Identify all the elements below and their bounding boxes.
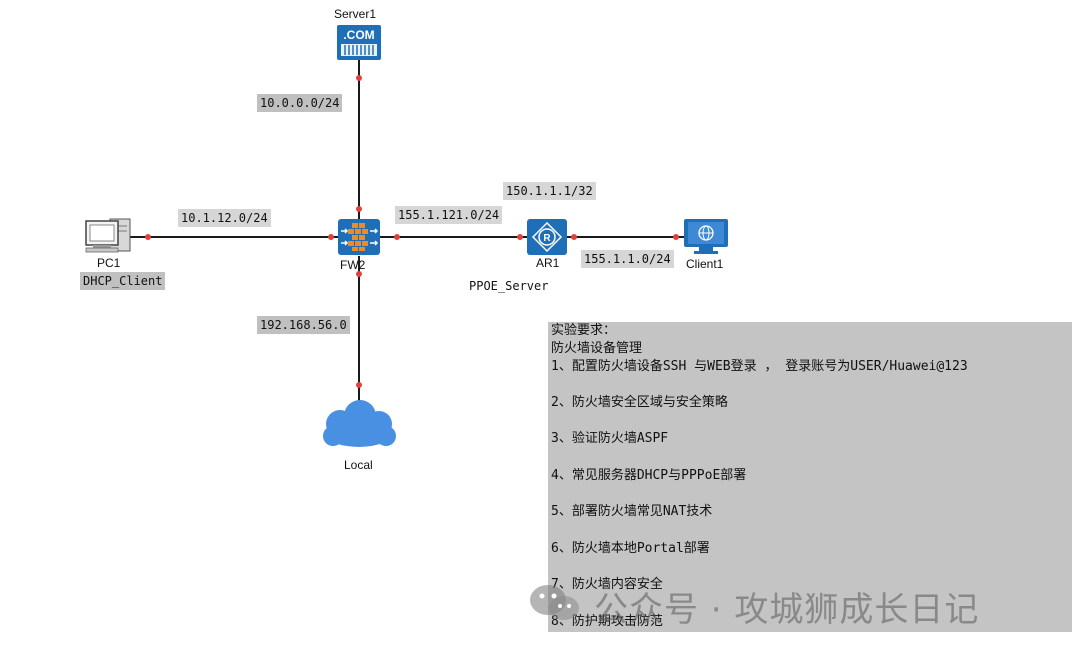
server-badge: .COM xyxy=(343,28,374,42)
requirement-item-6: 6、防火墙本地Portal部署 xyxy=(551,541,710,556)
requirement-item-8: 8、防护期攻击防范 xyxy=(551,614,663,629)
cloud-icon[interactable] xyxy=(323,400,396,447)
watermark: 公众号 · 攻城狮成长日记 xyxy=(526,578,1046,630)
pc1-role-tag: DHCP_Client xyxy=(80,272,166,290)
fw2-label: FW2 xyxy=(340,258,366,272)
ar1-role-tag: PPOE_Server xyxy=(466,277,552,295)
requirements-panel: 实验要求： 防火墙设备管理 1、配置防火墙设备SSH 与WEB登录 ， 登录账号… xyxy=(548,322,1072,632)
subnet-client-tag: 155.1.1.0/24 xyxy=(581,250,674,268)
server1-label: Server1 xyxy=(334,7,377,21)
client1-label: Client1 xyxy=(686,257,724,271)
wechat-icon xyxy=(530,585,579,620)
requirements-subtitle: 防火墙设备管理 xyxy=(551,341,643,356)
subnet-fw-ar-tag: 155.1.121.0/24 xyxy=(395,206,503,224)
requirement-item-2: 2、防火墙安全区域与安全策略 xyxy=(551,395,728,410)
subnet-local-tag: 192.168.56.0 xyxy=(257,316,350,334)
requirement-item-7: 7、防火墙内容安全 xyxy=(551,577,663,592)
ar1-label: AR1 xyxy=(536,256,560,270)
pc1-label: PC1 xyxy=(97,256,121,270)
requirement-item-3: 3、验证防火墙ASPF xyxy=(551,431,669,446)
router-icon[interactable]: R xyxy=(527,219,567,255)
requirement-item-1: 1、配置防火墙设备SSH 与WEB登录 ， 登录账号为USER/Huawei@1… xyxy=(551,359,968,374)
requirements-title: 实验要求： xyxy=(551,323,617,338)
watermark-text: 公众号 · 攻城狮成长日记 xyxy=(594,590,980,630)
subnet-server-tag: 10.0.0.0/24 xyxy=(257,94,343,112)
server-icon[interactable]: .COM xyxy=(337,25,381,60)
subnet-loopback-tag: 150.1.1.1/32 xyxy=(503,182,596,200)
client-icon[interactable] xyxy=(684,219,728,254)
requirement-item-5: 5、部署防火墙常见NAT技术 xyxy=(551,504,713,519)
pc-icon[interactable] xyxy=(85,218,131,253)
firewall-icon[interactable] xyxy=(338,219,380,255)
port-markers xyxy=(145,75,679,388)
router-letter: R xyxy=(543,233,551,244)
requirement-item-4: 4、常见服务器DHCP与PPPoE部署 xyxy=(551,468,747,483)
subnet-pc-tag: 10.1.12.0/24 xyxy=(178,209,271,227)
local-label: Local xyxy=(344,458,373,472)
